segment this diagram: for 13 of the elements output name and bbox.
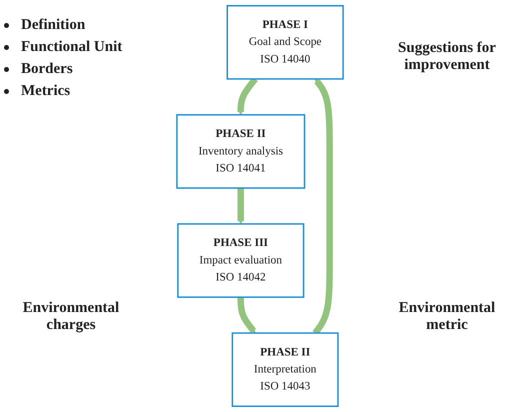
annotation-text: Environmental metric xyxy=(398,300,496,334)
arrow xyxy=(238,188,244,224)
list-item-text: Functional Unit xyxy=(21,38,122,56)
list-item-text: Metrics xyxy=(21,82,70,100)
annotation-text: Environmental charges xyxy=(22,300,120,334)
node-box: PHASE I Goal and Scope ISO 14040 xyxy=(226,5,344,80)
node-box: PHASE III Impact evaluation ISO 14042 xyxy=(177,223,304,298)
list-item-text: Borders xyxy=(21,60,73,78)
node-box: PHASE II Interpretation ISO 14043 xyxy=(232,332,339,407)
arrow xyxy=(238,296,256,334)
annotation-text: Suggestions for improvement xyxy=(397,40,497,74)
node-box: PHASE II Inventory analysis ISO 14041 xyxy=(176,114,306,189)
list-item-text: Definition xyxy=(21,16,86,34)
